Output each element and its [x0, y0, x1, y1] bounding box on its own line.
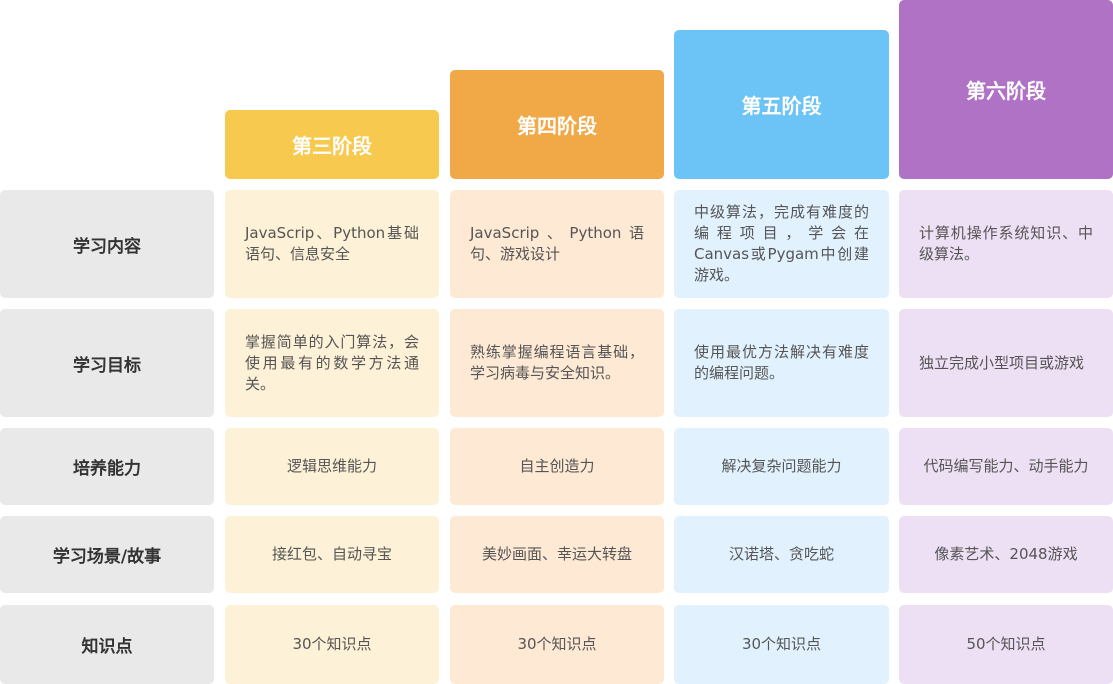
row-label-content: 学习内容 [0, 190, 214, 298]
cell-content-stage5: 中级算法，完成有难度的编程项目，学会在Canvas或Pygam中创建游戏。 [674, 190, 889, 298]
cell-goal-stage3: 掌握简单的入门算法，会使用最有的数学方法通关。 [225, 309, 439, 417]
cell-knowledge-stage6: 50个知识点 [899, 605, 1113, 684]
cell-content-stage3: JavaScrip、Python基础语句、信息安全 [225, 190, 439, 298]
row-label-knowledge: 知识点 [0, 605, 214, 684]
cell-scenario-stage6: 像素艺术、2048游戏 [899, 516, 1113, 593]
cell-ability-stage5: 解决复杂问题能力 [674, 428, 889, 505]
cell-scenario-stage3: 接红包、自动寻宝 [225, 516, 439, 593]
stage-header-5: 第五阶段 [674, 30, 889, 179]
cell-ability-stage3: 逻辑思维能力 [225, 428, 439, 505]
cell-knowledge-stage4: 30个知识点 [450, 605, 664, 684]
row-label-scenario: 学习场景/故事 [0, 516, 214, 593]
cell-ability-stage6: 代码编写能力、动手能力 [899, 428, 1113, 505]
cell-knowledge-stage3: 30个知识点 [225, 605, 439, 684]
cell-scenario-stage4: 美妙画面、幸运大转盘 [450, 516, 664, 593]
cell-scenario-stage5: 汉诺塔、贪吃蛇 [674, 516, 889, 593]
stage-header-6: 第六阶段 [899, 0, 1113, 179]
stage-header-4: 第四阶段 [450, 70, 664, 179]
cell-content-stage4: JavaScrip、Python语句、游戏设计 [450, 190, 664, 298]
cell-goal-stage6: 独立完成小型项目或游戏 [899, 309, 1113, 417]
stage-header-3: 第三阶段 [225, 110, 439, 179]
cell-ability-stage4: 自主创造力 [450, 428, 664, 505]
cell-content-stage6: 计算机操作系统知识、中级算法。 [899, 190, 1113, 298]
cell-goal-stage5: 使用最优方法解决有难度的编程问题。 [674, 309, 889, 417]
cell-goal-stage4: 熟练掌握编程语言基础，学习病毒与安全知识。 [450, 309, 664, 417]
row-label-ability: 培养能力 [0, 428, 214, 505]
row-label-goal: 学习目标 [0, 309, 214, 417]
cell-knowledge-stage5: 30个知识点 [674, 605, 889, 684]
